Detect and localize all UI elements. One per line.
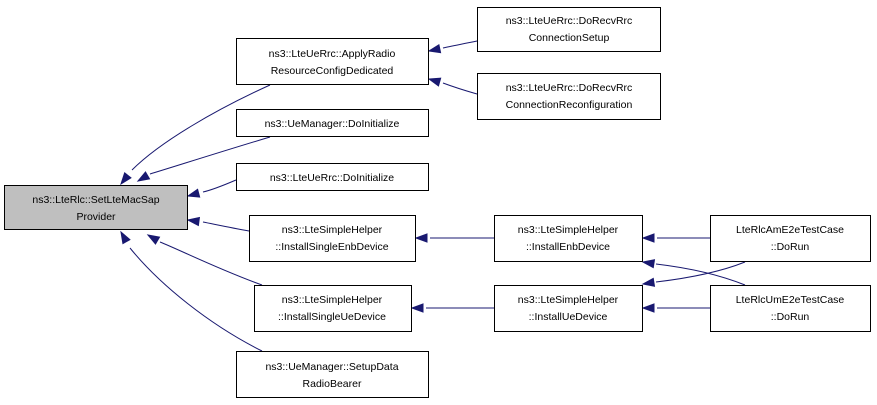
edge-line <box>655 263 746 286</box>
node-label-line: ns3::LteUeRrc::DoRecvRrc <box>506 82 633 94</box>
node-install-enb-device[interactable]: ns3::LteSimpleHelper ::InstallEnbDevice <box>494 215 643 262</box>
arrowhead <box>414 233 428 243</box>
node-do-recv-rrc-connection-reconfiguration[interactable]: ns3::LteUeRrc::DoRecvRrc ConnectionRecon… <box>477 73 661 120</box>
edge-line <box>149 136 271 175</box>
arrowhead <box>186 188 201 198</box>
node-label-line: ns3::LteSimpleHelper <box>282 294 383 306</box>
node-label-line: ns3::LteRlc::SetLteMacSap <box>32 194 159 206</box>
node-label-line: ns3::UeManager::DoInitialize <box>265 118 400 130</box>
edge-do_recv_setup-to-apply_radio <box>427 40 478 54</box>
node-install-ue-device[interactable]: ns3::LteSimpleHelper ::InstallUeDevice <box>494 285 643 332</box>
arrowhead <box>641 259 656 269</box>
node-lteuerrc-doinitialize[interactable]: ns3::LteUeRrc::DoInitialize <box>236 163 429 191</box>
node-label-line: Provider <box>76 211 116 223</box>
edge-line <box>442 82 478 95</box>
arrowhead <box>146 234 161 245</box>
node-label-line: RadioBearer <box>303 378 362 390</box>
node-label-line: ::InstallSingleUeDevice <box>278 311 386 323</box>
node-label-line: ::InstallUeDevice <box>529 311 608 323</box>
edge-um_dorun-to-install_enb <box>641 259 746 286</box>
node-install-single-enb-device[interactable]: ns3::LteSimpleHelper ::InstallSingleEnbD… <box>249 215 416 262</box>
node-label-line: ResourceConfigDedicated <box>271 65 394 77</box>
node-set-lte-mac-sap-provider[interactable]: ns3::LteRlc::SetLteMacSap Provider <box>4 185 188 230</box>
arrowhead <box>427 43 442 54</box>
edge-am_dorun-to-install_enb <box>641 233 710 243</box>
edge-uemanager_doinit-to-set_lte_mac_sap <box>136 136 271 182</box>
node-label-line: ns3::LteSimpleHelper <box>518 294 619 306</box>
arrowhead <box>186 216 201 227</box>
edge-line <box>131 84 271 171</box>
node-label-line: ConnectionSetup <box>529 32 610 44</box>
edge-install_enb-to-install_single_enb <box>414 233 494 243</box>
edges-layer <box>120 40 746 352</box>
edge-um_dorun-to-install_ue <box>641 303 710 313</box>
node-um-e2e-test-case-dorun[interactable]: LteRlcUmE2eTestCase ::DoRun <box>710 285 871 332</box>
edge-install_single_enb-to-set_lte_mac_sap <box>186 216 250 232</box>
edge-apply_radio-to-set_lte_mac_sap <box>120 84 271 186</box>
node-label-line: ns3::LteSimpleHelper <box>282 224 383 236</box>
node-setup-data-radio-bearer[interactable]: ns3::UeManager::SetupData RadioBearer <box>236 351 429 398</box>
node-label-line: ns3::LteUeRrc::DoInitialize <box>270 172 394 184</box>
node-label-line: ns3::LteSimpleHelper <box>518 224 619 236</box>
arrowhead <box>641 277 656 287</box>
arrowhead <box>410 303 424 313</box>
edge-line <box>129 247 263 352</box>
node-label-line: ::DoRun <box>771 311 810 323</box>
arrowhead <box>641 303 655 313</box>
node-label-line: ConnectionReconfiguration <box>506 99 633 111</box>
node-label-line: LteRlcUmE2eTestCase <box>736 294 845 306</box>
edge-install_single_ue-to-set_lte_mac_sap <box>146 234 263 286</box>
edge-line <box>202 179 237 193</box>
arrowhead <box>136 171 151 182</box>
node-label-line: ns3::UeManager::SetupData <box>265 361 398 373</box>
edge-setup_data_rb-to-set_lte_mac_sap <box>120 230 263 352</box>
arrowhead <box>641 233 655 243</box>
node-label-line: ::InstallEnbDevice <box>526 241 610 253</box>
arrowhead <box>120 172 132 186</box>
edge-line <box>442 40 478 49</box>
node-label-line: ns3::LteUeRrc::DoRecvRrc <box>506 15 633 27</box>
arrowhead <box>120 230 131 245</box>
edge-line <box>202 221 250 232</box>
node-install-single-ue-device[interactable]: ns3::LteSimpleHelper ::InstallSingleUeDe… <box>254 285 412 332</box>
node-label-line: ns3::LteUeRrc::ApplyRadio <box>269 48 396 60</box>
edge-am_dorun-to-install_ue <box>641 261 746 287</box>
node-apply-radio-resource-config-dedicated[interactable]: ns3::LteUeRrc::ApplyRadio ResourceConfig… <box>236 38 429 85</box>
node-uemanager-doinitialize[interactable]: ns3::UeManager::DoInitialize <box>236 109 429 137</box>
node-am-e2e-test-case-dorun[interactable]: LteRlcAmE2eTestCase ::DoRun <box>710 215 871 262</box>
node-label-line: ::InstallSingleEnbDevice <box>275 241 388 253</box>
arrowhead <box>427 77 442 87</box>
edge-do_recv_reconf-to-apply_radio <box>427 77 478 95</box>
edge-install_ue-to-install_single_ue <box>410 303 494 313</box>
edge-lteuerrc_doinit-to-set_lte_mac_sap <box>186 179 237 198</box>
node-label-line: ::DoRun <box>771 241 810 253</box>
edge-line <box>159 241 263 286</box>
edge-line <box>655 261 746 283</box>
node-label-line: LteRlcAmE2eTestCase <box>736 224 844 236</box>
node-do-recv-rrc-connection-setup[interactable]: ns3::LteUeRrc::DoRecvRrc ConnectionSetup <box>477 7 661 52</box>
